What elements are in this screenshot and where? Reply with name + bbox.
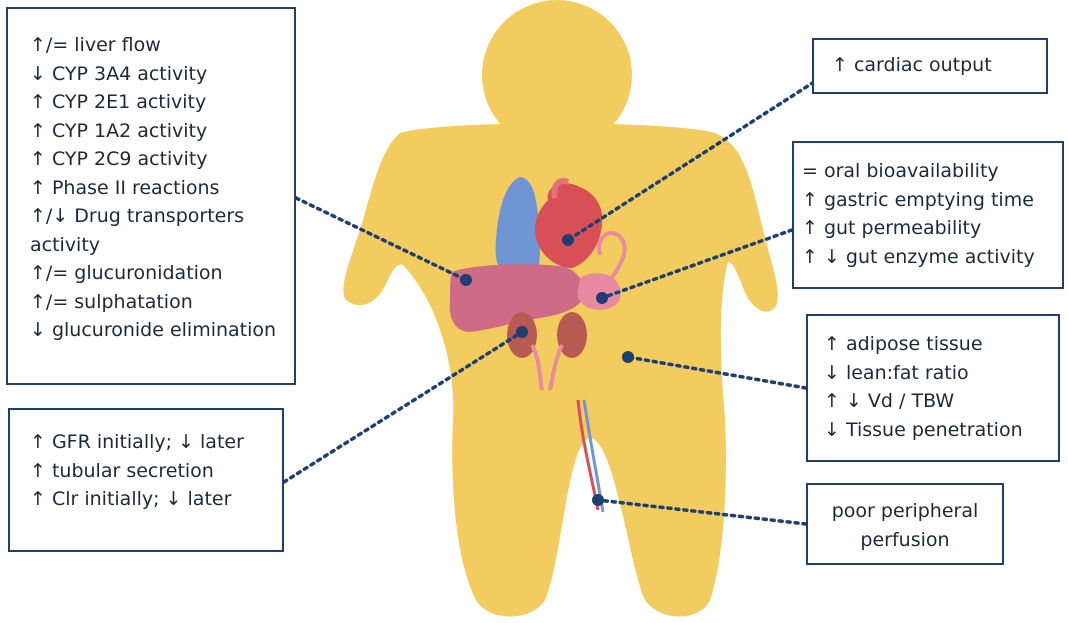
- kidney-line: ↑ Clr initially; ↓ later: [30, 485, 276, 514]
- gut-line: ↑ ↓ gut enzyme activity: [802, 243, 1060, 272]
- liver-line: ↑/= liver flow: [30, 31, 286, 60]
- perfusion-line: perfusion: [814, 526, 996, 555]
- kidney-line: ↑ tubular secretion: [30, 457, 276, 486]
- liver-line: ↓ glucuronide elimination: [30, 316, 286, 345]
- gut-line: ↑ gut permeability: [802, 214, 1060, 243]
- liver-line: ↑ CYP 2C9 activity: [30, 145, 286, 174]
- perfusion-line: poor peripheral: [814, 497, 996, 526]
- liver-line: ↓ CYP 3A4 activity: [30, 60, 286, 89]
- liver-line: ↑/= sulphatation: [30, 288, 286, 317]
- adipose-info-box: ↑ adipose tissue ↓ lean:fat ratio ↑ ↓ Vd…: [806, 314, 1060, 462]
- dot-liver: [460, 274, 472, 286]
- liver-info-box: ↑/= liver flow ↓ CYP 3A4 activity ↑ CYP …: [6, 7, 296, 385]
- adipose-line: ↓ Tissue penetration: [824, 416, 1052, 445]
- adipose-line: ↑ ↓ Vd / TBW: [824, 387, 1052, 416]
- adipose-line: ↑ adipose tissue: [824, 330, 1052, 359]
- liver-line: ↑ CYP 2E1 activity: [30, 88, 286, 117]
- perfusion-info-box: poor peripheral perfusion: [806, 483, 1004, 565]
- liver-line: ↑ Phase II reactions: [30, 174, 286, 203]
- dot-adipose: [622, 351, 634, 363]
- liver-line: ↑ CYP 1A2 activity: [30, 117, 286, 146]
- dot-heart: [562, 234, 574, 246]
- gut-line: = oral bioavailability: [802, 157, 1060, 186]
- liver-line: ↑/= glucuronidation: [30, 259, 286, 288]
- cardiac-line: ↑ cardiac output: [832, 51, 1040, 80]
- liver-line: ↑/↓ Drug transporters activity: [30, 202, 286, 259]
- dot-kidney: [516, 326, 528, 338]
- dot-perfusion: [592, 494, 604, 506]
- dot-gut: [596, 292, 608, 304]
- cardiac-info-box: ↑ cardiac output: [812, 38, 1048, 94]
- adipose-line: ↓ lean:fat ratio: [824, 359, 1052, 388]
- gut-line: ↑ gastric emptying time: [802, 186, 1060, 215]
- kidney-line: ↑ GFR initially; ↓ later: [30, 428, 276, 457]
- kidney-info-box: ↑ GFR initially; ↓ later ↑ tubular secre…: [8, 408, 284, 552]
- gut-info-box: = oral bioavailability ↑ gastric emptyin…: [792, 141, 1064, 289]
